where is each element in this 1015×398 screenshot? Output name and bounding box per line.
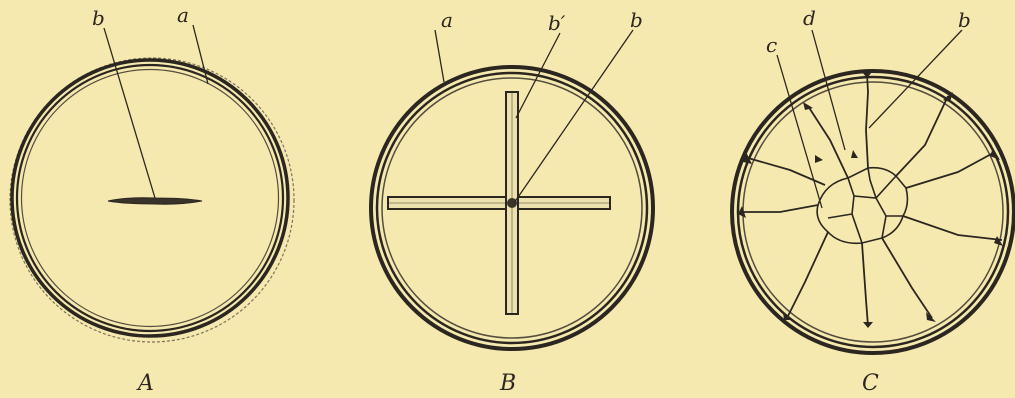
panel-c-central-cells xyxy=(817,168,907,244)
panel-c-leader-b xyxy=(869,30,962,128)
panel-a-nucleus-plate xyxy=(108,198,202,204)
panel-b-leader-b-prime xyxy=(516,33,560,118)
panel-c-label-b: b xyxy=(958,8,971,32)
panel-a-label-a: a xyxy=(177,3,189,27)
panel-b-label-b: b xyxy=(630,8,643,32)
panel-a-caption: A xyxy=(136,371,154,396)
panel-c-leader-c xyxy=(777,55,822,208)
panel-b-leader-a xyxy=(435,30,444,82)
panel-a-leader-b xyxy=(104,28,155,198)
panel-c: c d b C xyxy=(732,6,1014,396)
panel-c-label-c: c xyxy=(766,33,777,57)
panel-b-cross-septa xyxy=(388,92,610,314)
panel-b: a b′ b B xyxy=(371,8,653,396)
panel-b-label-b-prime: b′ xyxy=(548,11,566,35)
panel-a: b a A xyxy=(10,3,294,396)
panel-b-label-a: a xyxy=(441,8,453,32)
panel-b-caption: B xyxy=(499,371,516,396)
panel-c-caption: C xyxy=(862,371,879,396)
panel-b-leader-b xyxy=(514,30,633,203)
panel-a-label-b: b xyxy=(92,6,105,30)
panel-c-label-d: d xyxy=(803,6,816,30)
